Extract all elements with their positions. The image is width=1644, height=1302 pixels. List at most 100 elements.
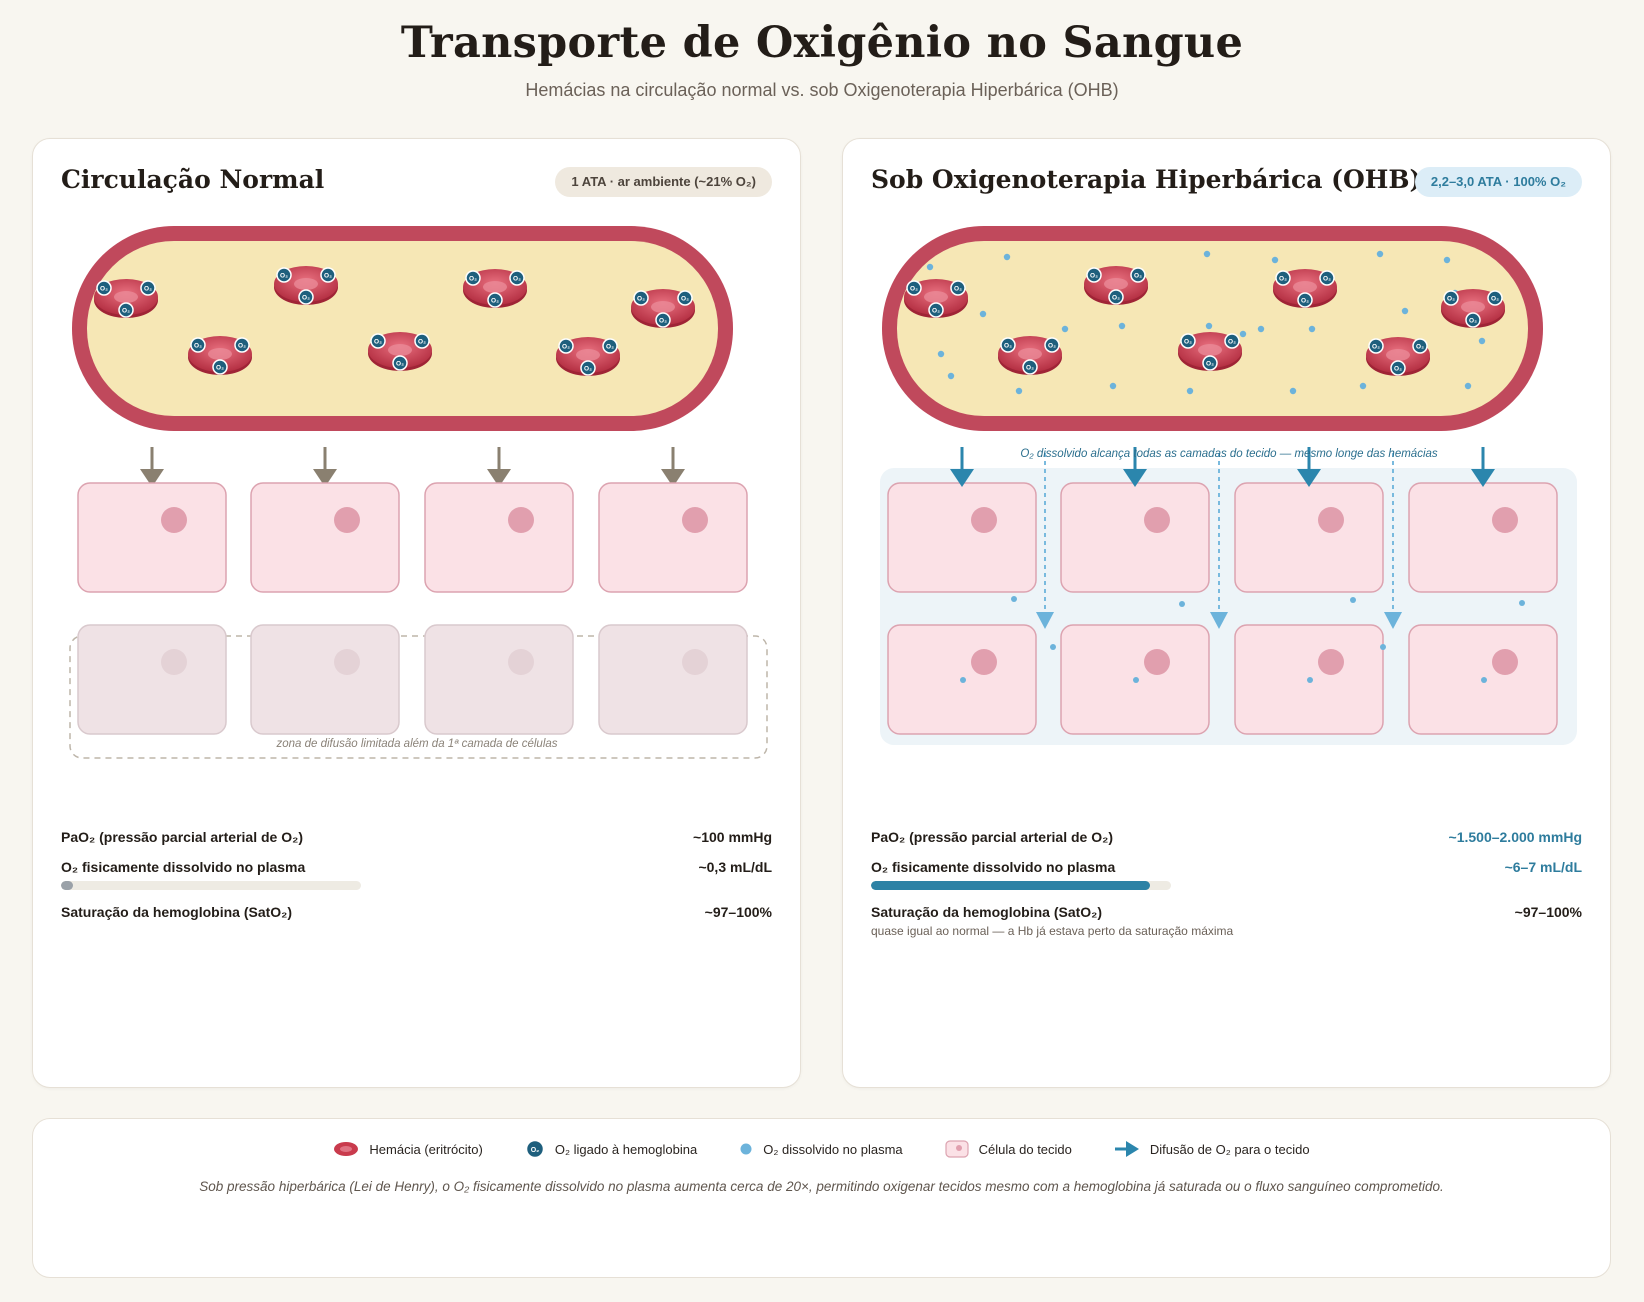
bound-o2-icon: O₂ — [677, 290, 693, 306]
svg-text:O₂: O₂ — [374, 339, 382, 346]
metric-note: quase igual ao normal — a Hb já estava p… — [871, 924, 1234, 938]
svg-text:O₂: O₂ — [1394, 366, 1402, 373]
tissue-cell — [1234, 482, 1384, 593]
hypoxic-tissue-cell — [250, 624, 400, 735]
svg-text:O₂: O₂ — [280, 273, 288, 280]
page-title: Transporte de Oxigênio no Sangue — [400, 18, 1244, 68]
tissue-cell — [1060, 624, 1210, 735]
metric-saturation: Saturação da hemoglobina (SatO₂) ~97–100… — [61, 904, 772, 920]
svg-text:O₂: O₂ — [238, 343, 246, 350]
metrics-hbo: PaO₂ (pressão parcial arterial de O₂) ~1… — [871, 829, 1582, 938]
svg-text:O₂: O₂ — [1048, 343, 1056, 350]
legend-item-bound-o2: O₂ O₂ ligado à hemoglobina — [525, 1139, 697, 1159]
dissolved-o2-icon — [1257, 325, 1265, 333]
header: Transporte de Oxigênio no Sangue Hemácia… — [0, 0, 1644, 101]
dissolved-o2-icon — [1109, 382, 1117, 390]
bound-o2-icon: O₂ — [392, 355, 408, 371]
tissue-cell — [887, 624, 1037, 735]
dissolved-o2-bar-fill — [61, 881, 73, 890]
red-blood-cell: O₂ O₂ O₂ — [368, 332, 432, 371]
oxygenated-tissue-zone — [880, 468, 1577, 745]
svg-text:O₂: O₂ — [1447, 296, 1455, 303]
bound-o2-icon: O₂ — [580, 360, 596, 376]
svg-text:O₂: O₂ — [1206, 361, 1214, 368]
dissolved-o2-icon — [1179, 601, 1185, 607]
dissolved-o2-icon — [979, 310, 987, 318]
svg-text:O₂: O₂ — [681, 296, 689, 303]
tissue-cell — [424, 482, 574, 593]
metric-value: ~6–7 mL/dL — [1504, 859, 1582, 875]
limited-diffusion-zone — [69, 635, 768, 759]
diffusion-arrow-icon — [1210, 612, 1228, 629]
bound-o2-icon: O₂ — [602, 338, 618, 354]
hypoxic-tissue-cell — [598, 624, 748, 735]
bound-o2-icon: O₂ — [655, 312, 671, 328]
dissolved-o2-icon — [937, 350, 945, 358]
svg-text:O₂: O₂ — [1112, 295, 1120, 302]
metric-label: Saturação da hemoglobina (SatO₂) — [61, 904, 293, 920]
svg-text:O₂: O₂ — [562, 344, 570, 351]
dissolved-o2-icon — [1205, 322, 1213, 330]
tissue-cell — [77, 482, 227, 593]
dissolved-o2-icon — [1186, 387, 1194, 395]
diffusion-arrow-icon — [1471, 447, 1495, 487]
bound-o2-icon: O₂ — [1022, 359, 1038, 375]
limited-diffusion-zone-label: zona de difusão limitada além da 1ª cama… — [275, 738, 557, 750]
svg-text:O₂: O₂ — [1323, 276, 1331, 283]
bound-o2-icon: O₂ — [1224, 333, 1240, 349]
dissolved-o2-icon — [1118, 322, 1126, 330]
metric-label: Saturação da hemoglobina (SatO₂) — [871, 904, 1103, 920]
dissolved-o2-icon — [1061, 325, 1069, 333]
condition-badge: 2,2–3,0 ATA · 100% O₂ — [1414, 167, 1582, 197]
bound-o2-icon: O₂ — [140, 280, 156, 296]
svg-text:O₂: O₂ — [1026, 365, 1034, 372]
metric-label: PaO₂ (pressão parcial arterial de O₂) — [871, 829, 1113, 845]
svg-text:O₂: O₂ — [1301, 298, 1309, 305]
bound-o2-icon: O₂ — [906, 280, 922, 296]
legend-caption: Sob pressão hiperbárica (Lei de Henry), … — [199, 1179, 1444, 1194]
diffusion-arrow-icon — [950, 447, 974, 487]
dissolved-o2-icon — [740, 1143, 752, 1155]
dissolved-o2-icon — [1350, 597, 1356, 603]
bound-o2-icon: O₂ — [276, 267, 292, 283]
tissue-cell — [250, 482, 400, 593]
bound-o2-icon: O₂ — [1180, 333, 1196, 349]
svg-text:O₂: O₂ — [491, 298, 499, 305]
dissolved-o2-bar — [871, 881, 1171, 890]
metric-value: ~97–100% — [704, 904, 772, 920]
svg-text:O₂: O₂ — [954, 286, 962, 293]
panel-hyperbaric: Sob Oxigenoterapia Hiperbárica (OHB) 2,2… — [842, 138, 1611, 1088]
bound-o2-icon: O₂ — [234, 337, 250, 353]
dissolved-o2-reach-label: O₂ dissolvido alcança todas as camadas d… — [1020, 448, 1438, 460]
dissolved-o2-icon — [1380, 644, 1386, 650]
tissue-cell — [887, 482, 1037, 593]
bound-o2-icon: O₂ — [928, 302, 944, 318]
legend-item-rbc: Hemácia (eritrócito) — [333, 1141, 483, 1157]
diffusion-arrow-icon — [1036, 612, 1054, 629]
dissolved-o2-icon — [1519, 600, 1525, 606]
bound-o2-icon: O₂ — [1443, 290, 1459, 306]
svg-text:O₂: O₂ — [637, 296, 645, 303]
svg-text:O₂: O₂ — [910, 286, 918, 293]
bound-o2-icon: O₂ — [414, 333, 430, 349]
metric-label: O₂ fisicamente dissolvido no plasma — [871, 859, 1116, 875]
dissolved-o2-icon — [1443, 256, 1451, 264]
tissue-cell-icon — [945, 1140, 969, 1158]
metric-saturation: Saturação da hemoglobina (SatO₂) ~97–100… — [871, 904, 1582, 938]
svg-text:O₂: O₂ — [100, 286, 108, 293]
legend: Hemácia (eritrócito) O₂ O₂ ligado à hemo… — [32, 1118, 1611, 1278]
tissue-cell — [1408, 624, 1558, 735]
svg-text:O₂: O₂ — [1134, 273, 1142, 280]
bound-o2-icon: O₂ — [1487, 290, 1503, 306]
dissolved-o2-icon — [1478, 337, 1486, 345]
svg-text:O₂: O₂ — [302, 295, 310, 302]
svg-text:O₂: O₂ — [1228, 339, 1236, 346]
dissolved-o2-bar — [61, 881, 361, 890]
panel-normal-circulation: Circulação Normal 1 ATA · ar ambiente (~… — [32, 138, 801, 1088]
svg-text:O₂: O₂ — [513, 276, 521, 283]
bound-o2-icon: O₂ — [950, 280, 966, 296]
diffusion-arrow-icon — [1384, 612, 1402, 629]
